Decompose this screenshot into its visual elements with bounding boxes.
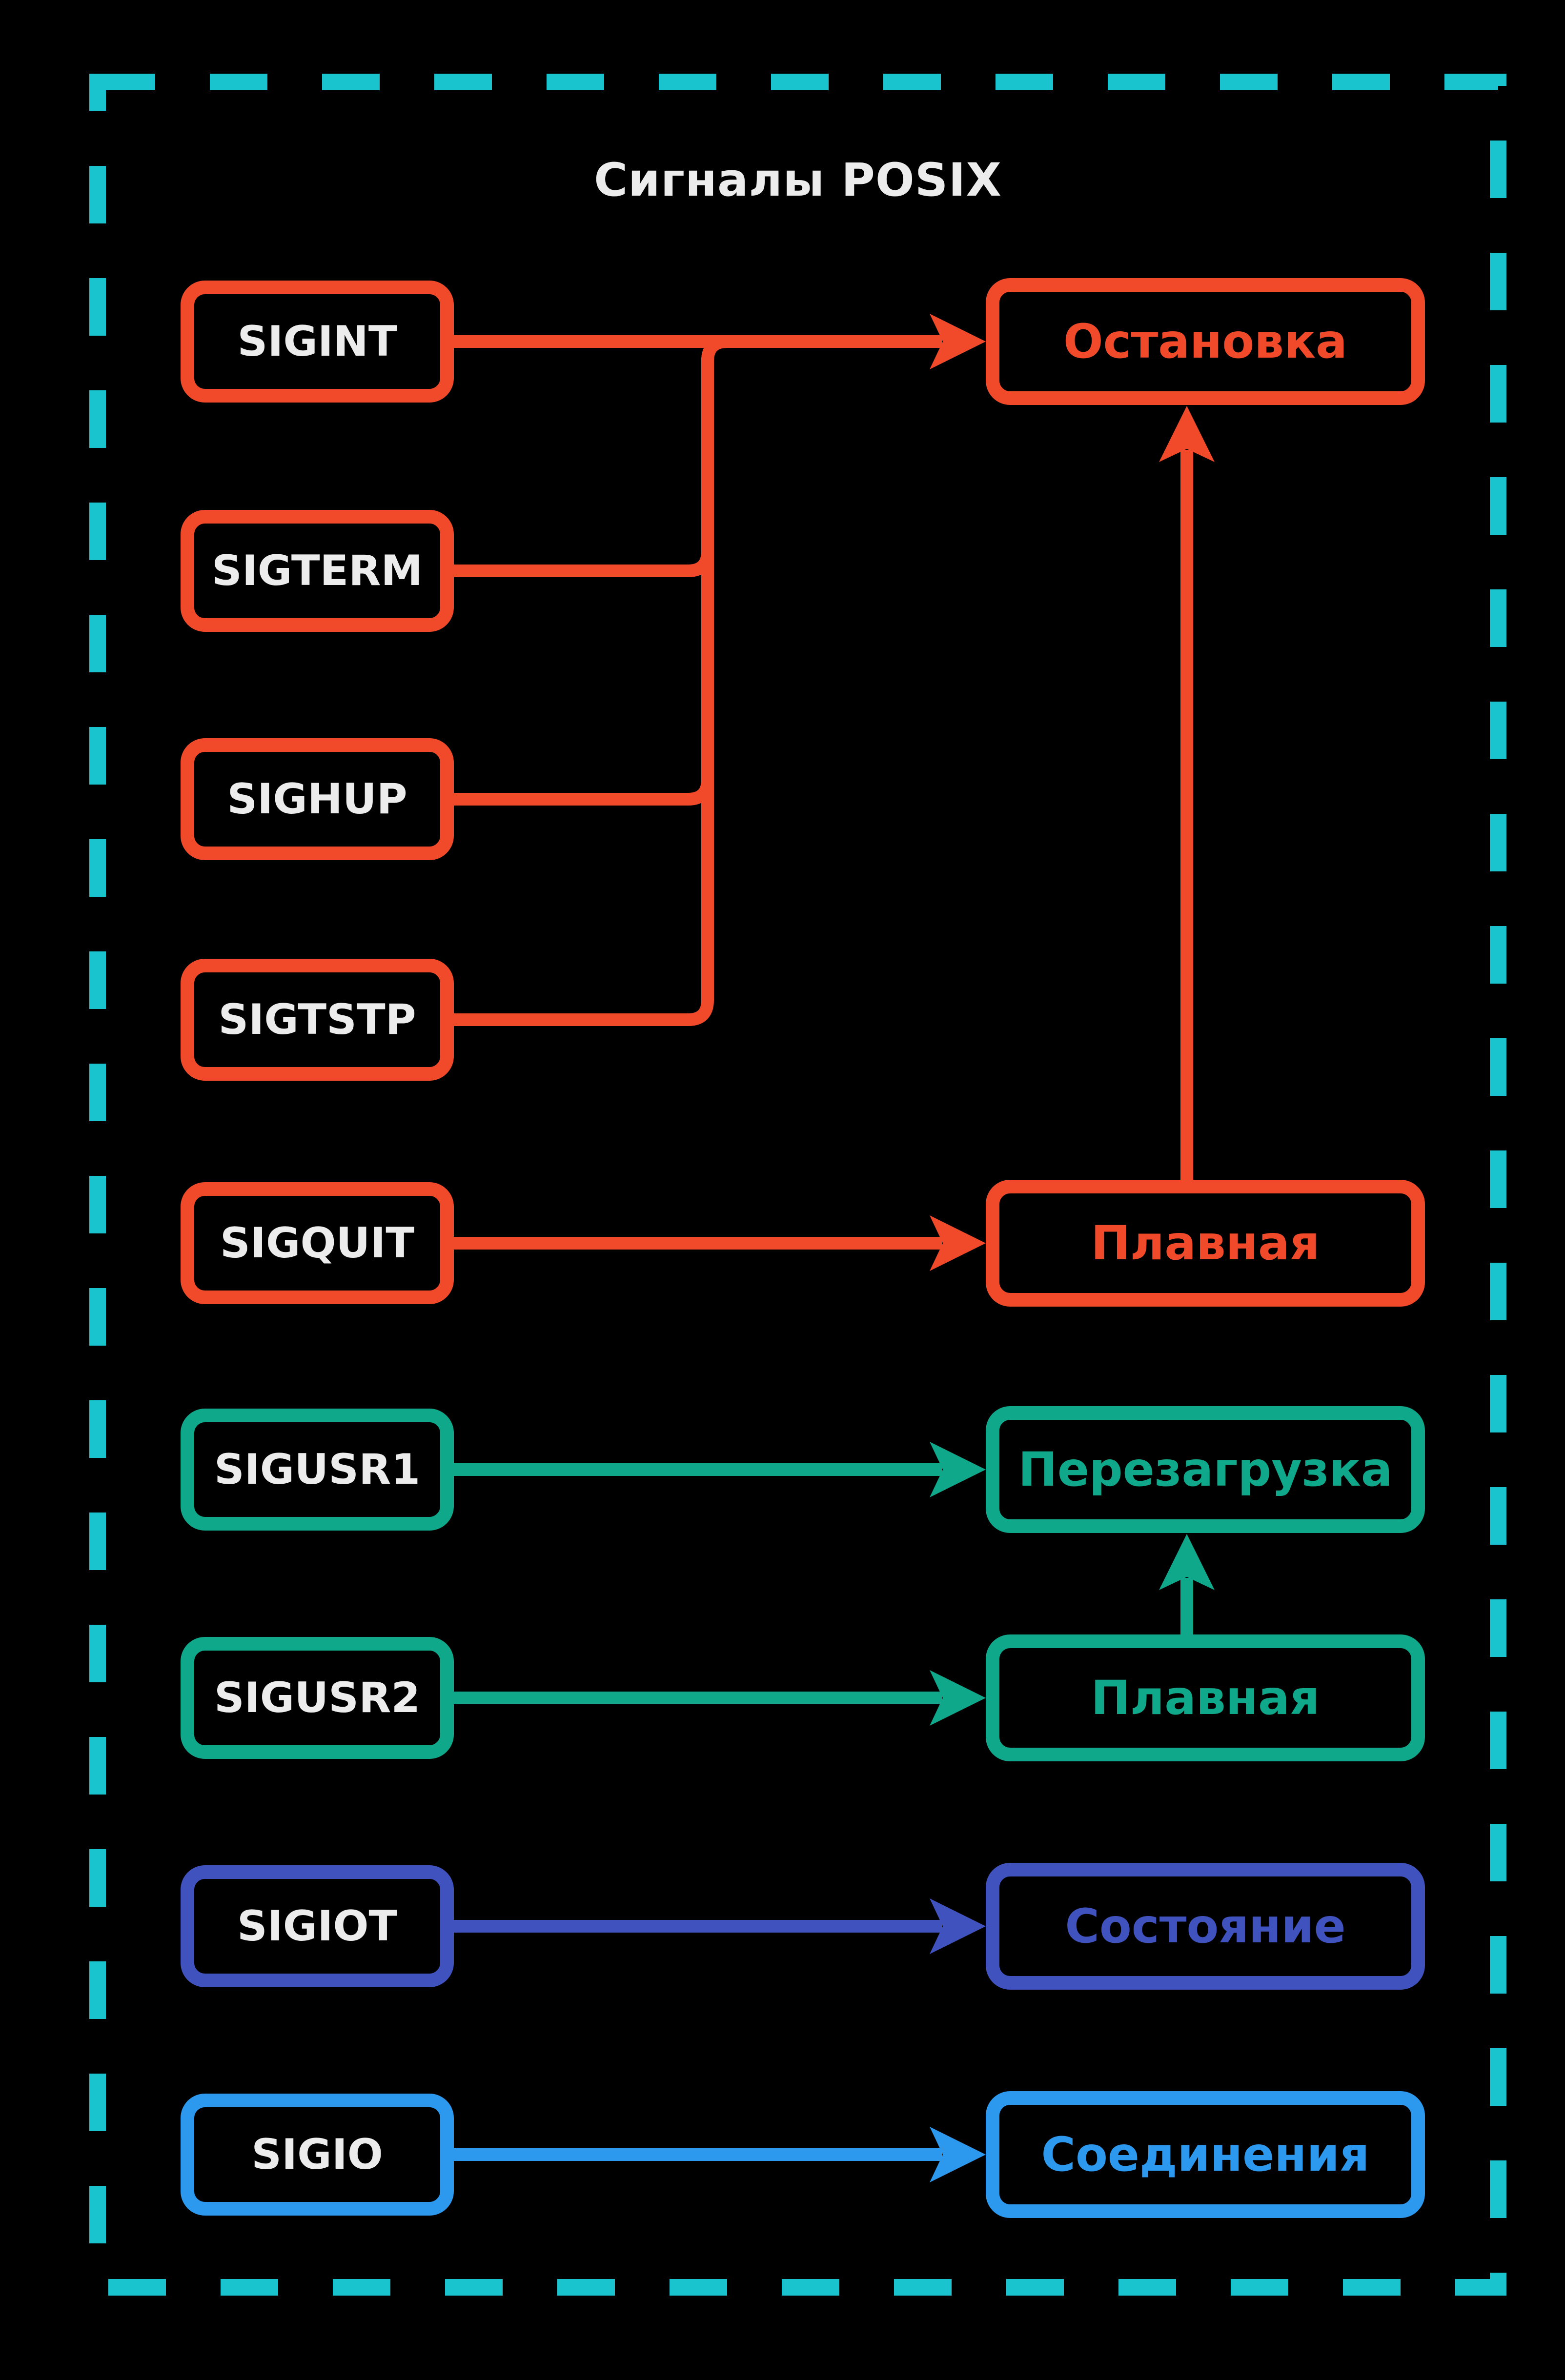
signal-node-sigtstp: SIGTSTP bbox=[181, 959, 454, 1081]
signal-label-sigtstp: SIGTSTP bbox=[218, 995, 416, 1044]
signal-label-sigusr2: SIGUSR2 bbox=[214, 1674, 421, 1722]
signal-node-sigio: SIGIO bbox=[181, 2094, 454, 2216]
signal-label-sigusr1: SIGUSR1 bbox=[214, 1445, 421, 1494]
dashed-frame bbox=[89, 74, 1506, 2296]
action-label-state: Состояние bbox=[1065, 1899, 1346, 1954]
action-node-connections: Соединения bbox=[986, 2091, 1425, 2218]
edge-sigint-stop-arrowhead bbox=[930, 314, 986, 369]
edge-sigterm-stop bbox=[454, 335, 766, 577]
edge-sigtstp-stop bbox=[454, 335, 766, 1026]
action-label-reload: Перезагрузка bbox=[1018, 1442, 1393, 1497]
edge-graceful_stop-stop-arrowhead bbox=[1159, 406, 1215, 462]
edge-graceful_reload-reload-arrowhead bbox=[1159, 1534, 1215, 1590]
action-node-state: Состояние bbox=[986, 1863, 1425, 1990]
signal-node-sighup: SIGHUP bbox=[181, 738, 454, 860]
edge-sigusr2-graceful_reload-arrowhead bbox=[930, 1670, 986, 1726]
action-node-graceful_stop: Плавная bbox=[986, 1180, 1425, 1307]
signal-node-sigiot: SIGIOT bbox=[181, 1865, 454, 1987]
signal-node-sigquit: SIGQUIT bbox=[181, 1182, 454, 1304]
signal-label-sigquit: SIGQUIT bbox=[220, 1219, 415, 1268]
signal-node-sigint: SIGINT bbox=[181, 281, 454, 403]
signal-label-sighup: SIGHUP bbox=[227, 775, 407, 824]
signal-label-sigterm: SIGTERM bbox=[211, 546, 423, 595]
edge-sigquit-graceful_stop-arrowhead bbox=[930, 1215, 986, 1271]
edge-sigusr1-reload-arrowhead bbox=[930, 1442, 986, 1497]
action-node-graceful_reload: Плавная bbox=[986, 1634, 1425, 1761]
action-node-stop: Остановка bbox=[986, 278, 1425, 405]
edge-sigio-connections-arrowhead bbox=[930, 2127, 986, 2182]
action-label-stop: Остановка bbox=[1063, 314, 1347, 369]
edge-sigiot-state-arrowhead bbox=[930, 1898, 986, 1954]
action-label-graceful_stop: Плавная bbox=[1091, 1216, 1320, 1271]
signal-node-sigusr1: SIGUSR1 bbox=[181, 1409, 454, 1531]
signal-node-sigusr2: SIGUSR2 bbox=[181, 1637, 454, 1759]
signal-node-sigterm: SIGTERM bbox=[181, 510, 454, 632]
action-node-reload: Перезагрузка bbox=[986, 1406, 1425, 1533]
signal-label-sigio: SIGIO bbox=[251, 2130, 383, 2179]
action-label-connections: Соединения bbox=[1041, 2127, 1370, 2182]
diagram-title: Сигналы POSIX bbox=[594, 154, 1002, 207]
action-label-graceful_reload: Плавная bbox=[1091, 1671, 1320, 1725]
signal-label-sigint: SIGINT bbox=[237, 317, 397, 366]
signal-label-sigiot: SIGIOT bbox=[237, 1902, 398, 1951]
